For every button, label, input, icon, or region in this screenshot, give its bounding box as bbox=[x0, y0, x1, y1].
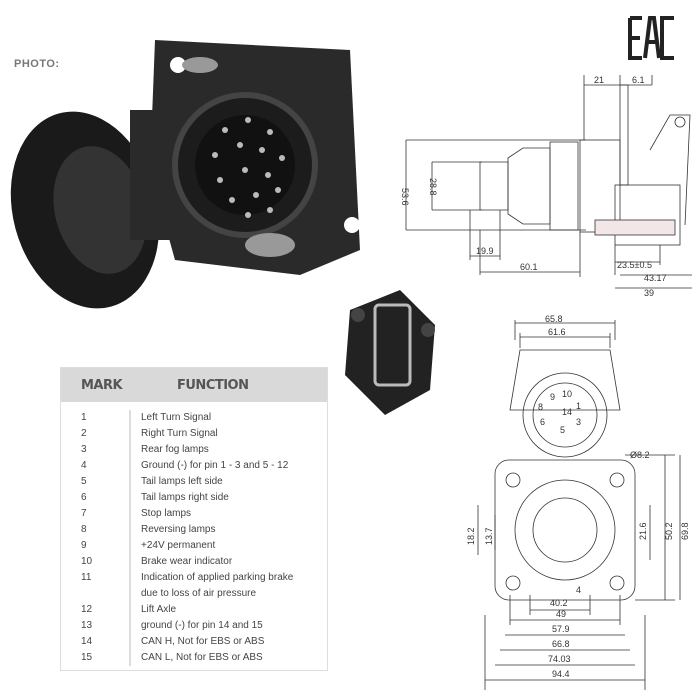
mark-cell: 3 bbox=[81, 444, 87, 455]
pin-number: 6 bbox=[540, 417, 545, 427]
function-cell: Indication of applied parking brake bbox=[141, 572, 294, 583]
dim-57-9: 57.9 bbox=[552, 624, 570, 634]
table-header: MARK FUNCTION bbox=[61, 368, 327, 402]
function-cell: CAN H, Not for EBS or ABS bbox=[141, 636, 265, 647]
dim-18-2: 18.2 bbox=[466, 527, 476, 545]
pin-number: 9 bbox=[550, 392, 555, 402]
mark-cell: 14 bbox=[81, 636, 93, 647]
function-cell: Tail lamps left side bbox=[141, 476, 223, 487]
dim-6-1: 6.1 bbox=[632, 75, 645, 85]
dim-19-9: 19.9 bbox=[476, 246, 494, 256]
function-cell: CAN L, Not for EBS or ABS bbox=[141, 652, 263, 663]
dim-39: 39 bbox=[644, 288, 654, 298]
mark-cell: 11 bbox=[81, 572, 92, 583]
dim-diameter-8-2: Ø8.2 bbox=[630, 450, 650, 460]
function-cell: due to loss of air pressure bbox=[141, 588, 257, 599]
function-cell: Reversing lamps bbox=[141, 524, 216, 535]
function-cell: +24V permanent bbox=[141, 540, 216, 551]
pin-number: 3 bbox=[576, 417, 581, 427]
function-cell: Lift Axle bbox=[141, 604, 177, 615]
mark-cell: 2 bbox=[81, 428, 87, 439]
function-cell: ground (-) for pin 14 and 15 bbox=[141, 620, 263, 631]
dim-65-8: 65.8 bbox=[545, 314, 563, 324]
dim-23-5: 23.5±0.5 bbox=[617, 260, 652, 270]
mark-cell: 13 bbox=[81, 620, 93, 631]
dim-66-8: 66.8 bbox=[552, 639, 570, 649]
mark-cell: 1 bbox=[81, 412, 87, 423]
pin-number: 10 bbox=[562, 389, 572, 399]
pin-number: 1 bbox=[576, 401, 581, 411]
connector-photo bbox=[10, 40, 360, 309]
function-cell: Left Turn Signal bbox=[141, 412, 212, 423]
function-cell: Right Turn Signal bbox=[141, 428, 218, 439]
header-function: FUNCTION bbox=[177, 377, 249, 393]
dim-28-8: 28.8 bbox=[428, 178, 438, 196]
mark-cell bbox=[61, 586, 129, 602]
dim-43-17: 43.17 bbox=[644, 273, 667, 283]
dim-69-8: 69.8 bbox=[680, 522, 690, 540]
mark-cell: 15 bbox=[81, 652, 93, 663]
mark-cell: 9 bbox=[81, 540, 87, 551]
small-connector-photo bbox=[345, 290, 435, 415]
front-view-drawing: 9 10 8 14 1 6 5 3 65.8 61.6 Ø8.2 18.2 13… bbox=[466, 314, 690, 690]
pin-number: 14 bbox=[562, 407, 572, 417]
mark-cell: 10 bbox=[81, 556, 93, 567]
dim-74-03: 74.03 bbox=[548, 654, 571, 664]
mark-cell: 12 bbox=[81, 604, 93, 615]
mark-cell: 5 bbox=[81, 476, 87, 487]
dim-49: 49 bbox=[556, 609, 566, 619]
mark-cell: 7 bbox=[81, 508, 87, 519]
function-cell: Stop lamps bbox=[141, 508, 192, 519]
dim-50-2: 50.2 bbox=[664, 522, 674, 540]
dim-94-4: 94.4 bbox=[552, 669, 570, 679]
dim-40-2: 40.2 bbox=[550, 598, 568, 608]
dim-21: 21 bbox=[594, 75, 604, 85]
side-view-drawing: 21 6.1 53.6 28.8 19.9 60.1 23.5±0.5 43.1… bbox=[400, 75, 692, 298]
function-cell: Brake wear indicator bbox=[141, 556, 233, 567]
eac-logo bbox=[628, 16, 674, 60]
header-mark: MARK bbox=[81, 377, 123, 393]
dim-21-6: 21.6 bbox=[638, 522, 648, 540]
mark-cell: 4 bbox=[81, 460, 87, 471]
pin-layout: 9 10 8 14 1 6 5 3 bbox=[538, 389, 581, 435]
mark-cell: 6 bbox=[81, 492, 87, 503]
mark-cell: 8 bbox=[81, 524, 87, 535]
dim-4: 4 bbox=[576, 585, 581, 595]
function-cell: Tail lamps right side bbox=[141, 492, 229, 503]
dim-13-7: 13.7 bbox=[484, 527, 494, 545]
dim-61-6: 61.6 bbox=[548, 327, 566, 337]
dim-53-6: 53.6 bbox=[400, 188, 410, 206]
photo-label: PHOTO: bbox=[12, 58, 62, 70]
dim-60-1: 60.1 bbox=[520, 262, 538, 272]
pin-number: 5 bbox=[560, 425, 565, 435]
function-cell: Ground (-) for pin 1 - 3 and 5 - 12 bbox=[141, 460, 289, 471]
pin-number: 8 bbox=[538, 402, 543, 412]
function-cell: Rear fog lamps bbox=[141, 444, 209, 455]
